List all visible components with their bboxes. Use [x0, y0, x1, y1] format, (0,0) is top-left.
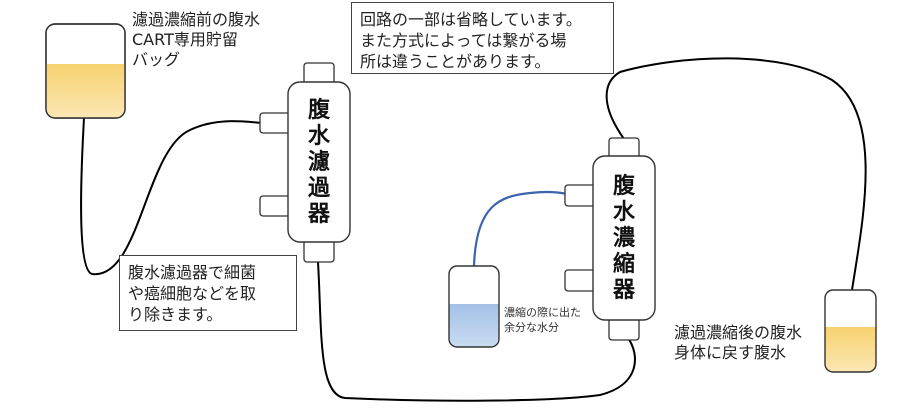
- bag-before-label: 濾過濃縮前の腹水 CART専用貯留 バッグ: [132, 10, 261, 69]
- tube-concentrator-to-return-bag: [605, 57, 867, 291]
- tube-bag-to-filter: [80, 117, 263, 276]
- water-label: 濃縮の際に出た 余分な水分: [504, 306, 581, 334]
- bag-before-concentration: [45, 23, 126, 119]
- bag-after-label: 濾過濃縮後の腹水 身体に戻す腹水: [674, 323, 803, 362]
- ascites-filter: [259, 62, 351, 263]
- excess-water-bottle: [448, 265, 500, 348]
- filter-label: 腹 水 濾 過 器: [307, 98, 330, 227]
- tube-water-drain: [472, 190, 568, 267]
- ascites-concentrator: [564, 137, 656, 341]
- concentrator-label: 腹 水 濃 縮 器: [612, 174, 635, 303]
- filter-description-note: 腹水濾過器で細菌 や癌細胞などを取 り除きます。: [119, 255, 297, 331]
- bag-after-concentration: [824, 289, 877, 373]
- tube-filter-to-concentrator: [317, 261, 636, 402]
- omitted-note: 回路の一部は省略しています。 また方式によっては繋がる場 所は違うことがあります…: [351, 2, 614, 74]
